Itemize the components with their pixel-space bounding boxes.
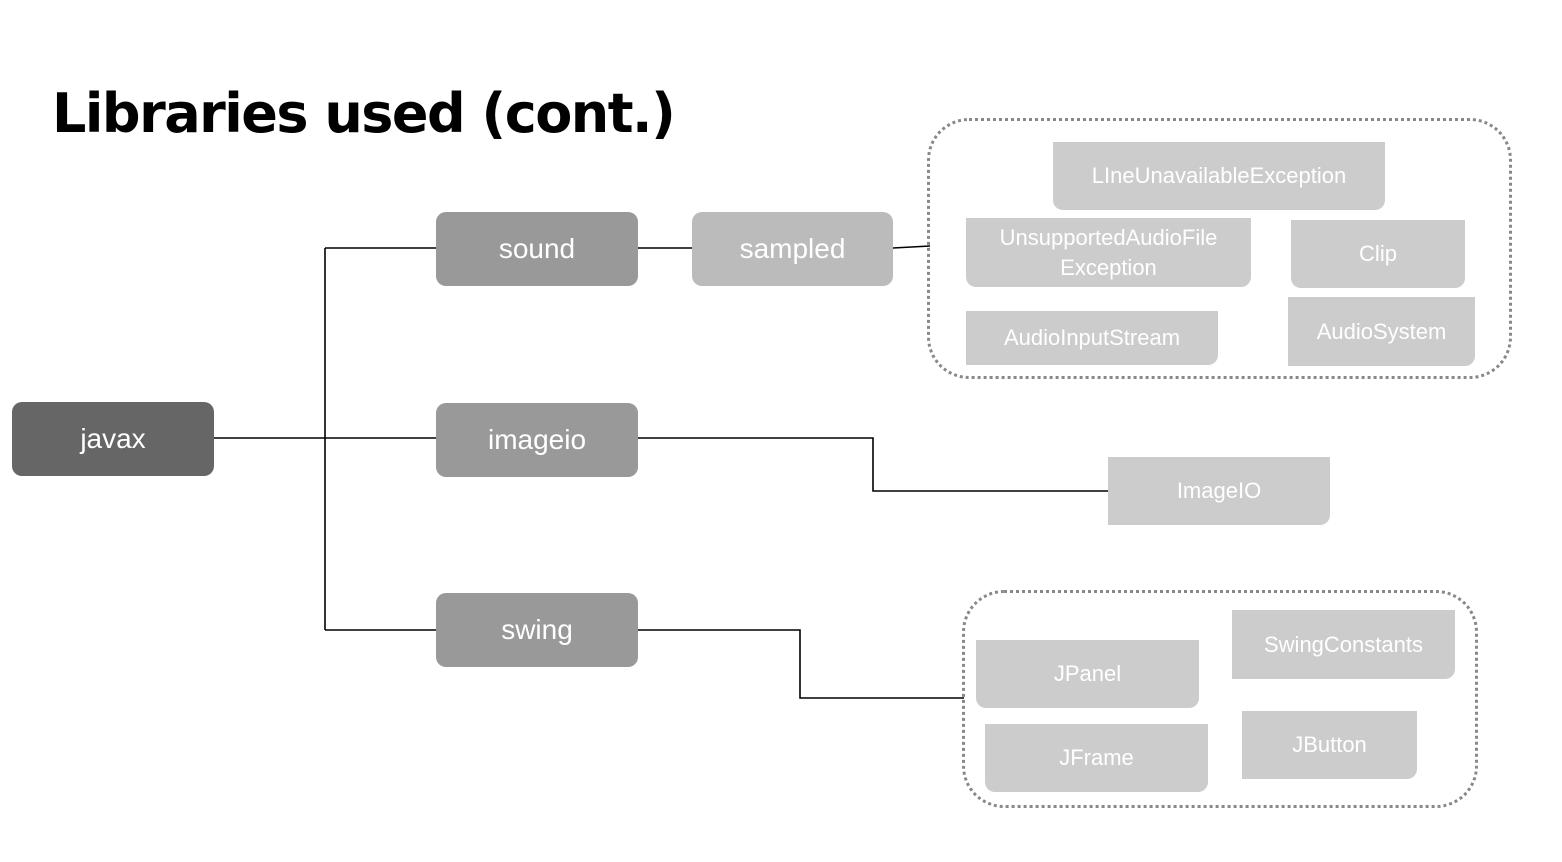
class-line-unavailable-exception: LIneUnavailableException [1053,142,1385,210]
sampled-classes-group [927,118,1512,379]
class-imageio: ImageIO [1108,457,1330,525]
swing-classes-group [962,590,1478,808]
connector-imageio-class [638,437,1108,492]
class-jframe: JFrame [985,724,1208,792]
class-unsupported-line-1: UnsupportedAudioFile [999,224,1218,250]
page-title: Libraries used (cont.) [52,82,676,145]
node-sampled: sampled [692,212,893,286]
node-imageio: imageio [436,403,638,477]
class-swing-constants: SwingConstants [1232,610,1455,679]
class-audio-input-stream: AudioInputStream [966,311,1218,365]
class-jbutton: JButton [1242,711,1417,779]
class-unsupported-audio-file-exception: UnsupportedAudioFile Exception [966,218,1251,287]
node-swing: swing [436,593,638,667]
node-javax: javax [12,402,214,476]
class-unsupported-line-2: Exception [1060,254,1157,280]
class-jpanel: JPanel [976,640,1199,708]
class-clip: Clip [1291,220,1465,288]
connector-sampled-group [892,245,931,249]
connector-swing-group [638,629,964,699]
node-sound: sound [436,212,638,286]
class-audio-system: AudioSystem [1288,297,1475,366]
